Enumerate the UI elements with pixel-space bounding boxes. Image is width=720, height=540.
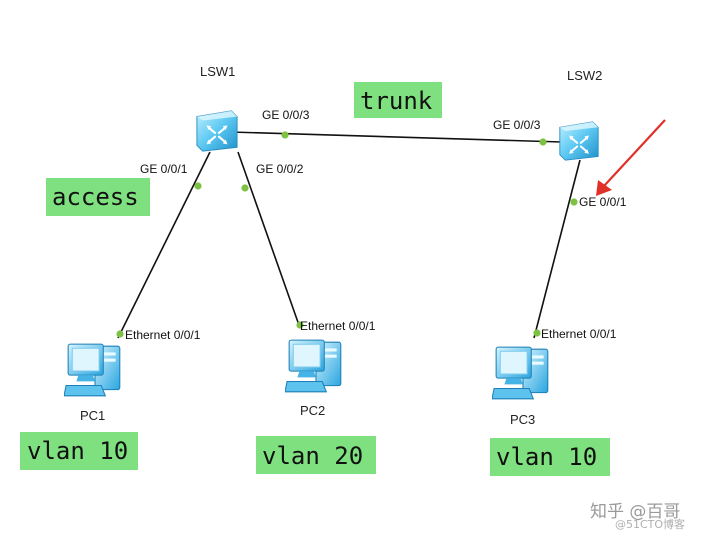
tag-trunk-bg (354, 82, 442, 118)
port-label-lsw2-ge003: GE 0/0/3 (493, 118, 541, 132)
watermark-zhihu: 知乎 @百哥 (590, 502, 680, 522)
tag-vlan-pc1: vlan 10 (20, 432, 138, 470)
watermark: 知乎 @百哥 @51CTO博客 (590, 502, 685, 531)
tag-vlan-pc2-bg (256, 436, 376, 474)
port-dot-lsw2-ge001 (570, 198, 578, 206)
annotation-tags: trunk access vlan 10 vlan 20 vlan 10 (20, 82, 610, 476)
port-dot-pc1-eth (116, 330, 124, 338)
port-dot-lsw2-ge003 (539, 138, 547, 146)
tag-vlan-pc1-text: vlan 10 (27, 437, 128, 465)
switch-lsw1-label: LSW1 (200, 64, 235, 79)
pc-icon (285, 339, 342, 393)
port-label-lsw2-ge001: GE 0/0/1 (579, 195, 627, 209)
switch-lsw1[interactable]: LSW1 (195, 64, 239, 153)
link-lsw2-pc3 (533, 159, 581, 339)
tag-trunk: trunk (354, 82, 442, 118)
red-arrow-icon (596, 119, 666, 196)
pc-icon (64, 343, 121, 397)
port-indicators (116, 131, 578, 338)
pc-pc2[interactable]: PC2 (285, 339, 342, 418)
watermark-51cto: @51CTO博客 (615, 517, 685, 531)
pc1-label: PC1 (80, 408, 105, 423)
tag-vlan-pc1-bg (20, 432, 138, 470)
switch-lsw2[interactable]: LSW2 (558, 68, 603, 162)
port-label-pc2-eth: Ethernet 0/0/1 (300, 319, 376, 333)
tag-access: access (46, 178, 150, 216)
tag-vlan-pc2: vlan 20 (256, 436, 376, 474)
tag-vlan-pc3-text: vlan 10 (496, 443, 597, 471)
port-dot-pc2-eth (296, 321, 304, 329)
tag-vlan-pc2-text: vlan 20 (262, 442, 363, 470)
port-label-lsw1-ge003: GE 0/0/3 (262, 108, 310, 122)
port-dot-lsw1-ge003 (281, 131, 289, 139)
switch-lsw2-label: LSW2 (567, 68, 602, 83)
pc-pc3[interactable]: PC3 (492, 346, 549, 427)
tag-access-text: access (52, 183, 139, 211)
port-label-pc1-eth: Ethernet 0/0/1 (125, 328, 201, 342)
port-label-lsw1-ge001: GE 0/0/1 (140, 162, 188, 176)
port-dot-pc3-eth (533, 329, 541, 337)
tag-vlan-pc3: vlan 10 (490, 438, 610, 476)
port-label-pc3-eth: Ethernet 0/0/1 (541, 327, 617, 341)
port-label-lsw1-ge002: GE 0/0/2 (256, 162, 304, 176)
link-lsw1-pc1 (117, 151, 211, 339)
port-labels: GE 0/0/3 GE 0/0/1 GE 0/0/2 GE 0/0/3 GE 0… (125, 108, 627, 342)
switch-icon (558, 120, 600, 162)
switch-icon (195, 109, 239, 153)
pc3-label: PC3 (510, 412, 535, 427)
link-lsw1-lsw2 (229, 131, 563, 143)
tag-access-bg (46, 178, 150, 216)
pc-icon (492, 346, 549, 400)
link-lsw1-pc2 (237, 151, 301, 329)
pc2-label: PC2 (300, 403, 325, 418)
tag-vlan-pc3-bg (490, 438, 610, 476)
pc-pc1[interactable]: PC1 (64, 343, 121, 423)
port-dot-lsw1-ge001 (194, 182, 202, 190)
tag-trunk-text: trunk (360, 87, 433, 115)
port-dot-lsw1-ge002 (241, 184, 249, 192)
